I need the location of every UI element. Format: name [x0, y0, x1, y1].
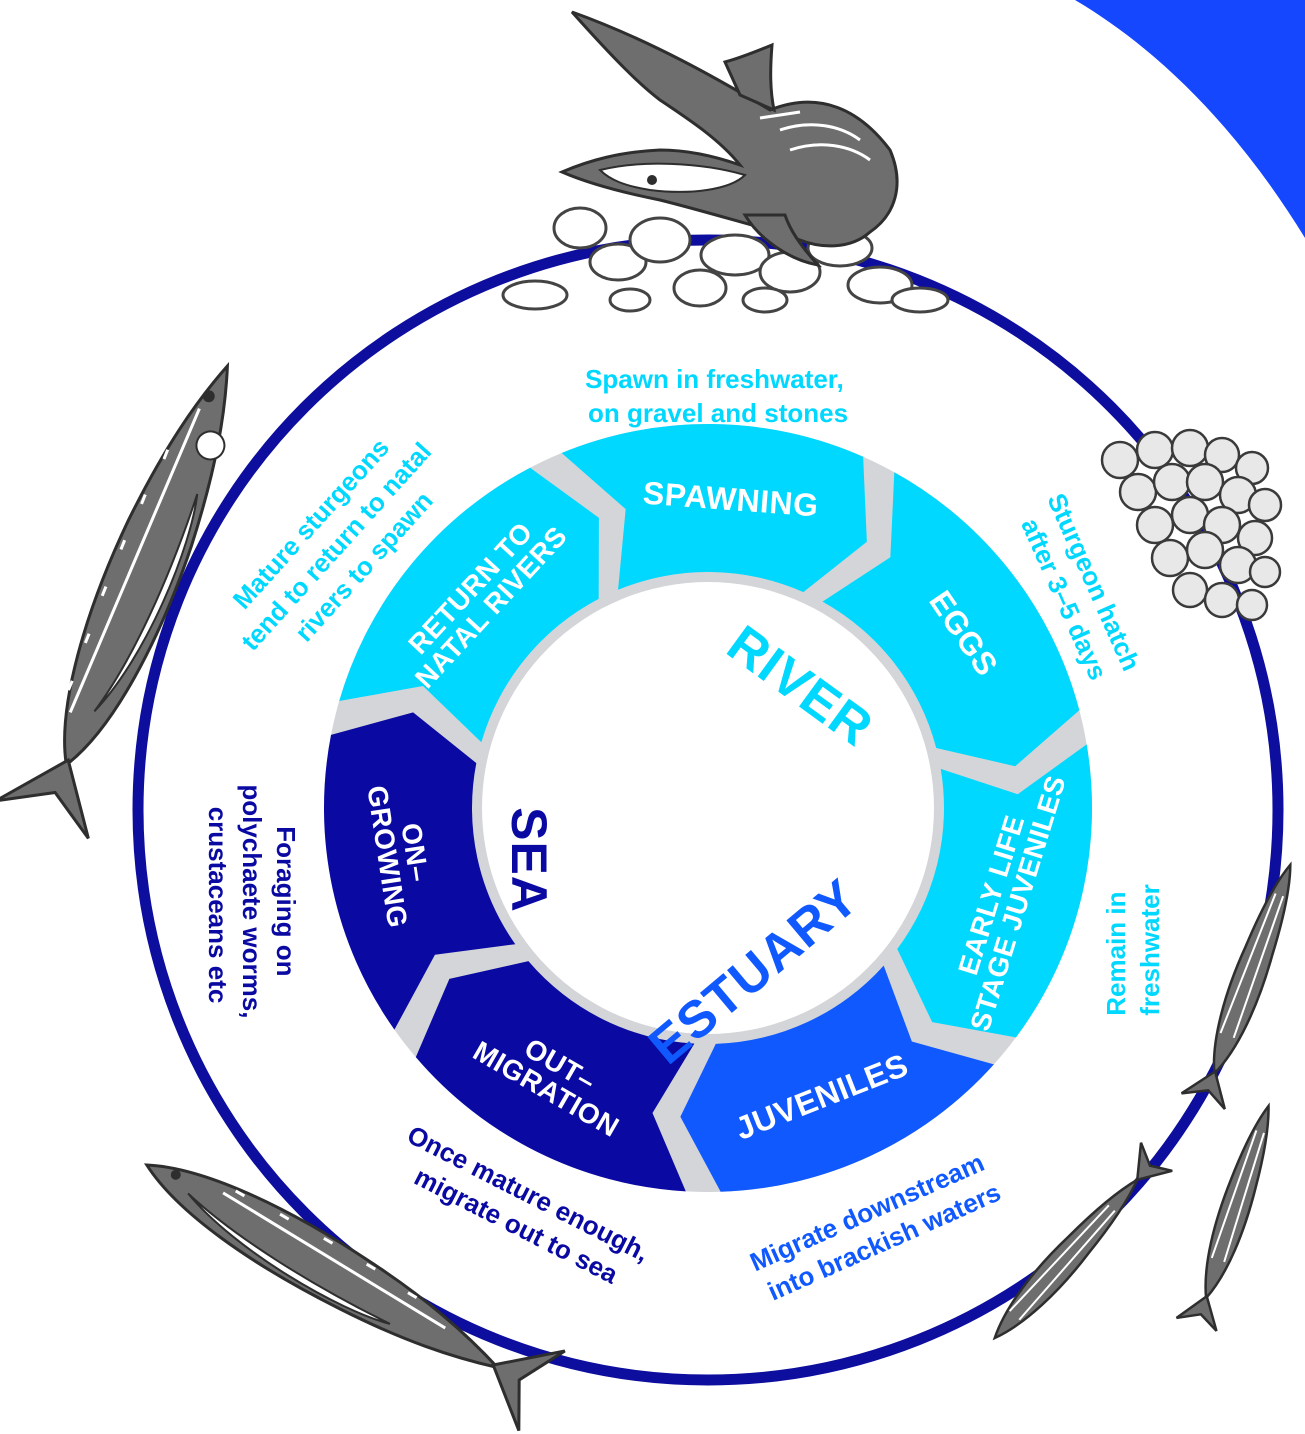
sturgeon-illustration: [143, 1163, 566, 1432]
description-line: crustaceans etc: [203, 807, 233, 1004]
egg-cluster-illustration: [1100, 428, 1283, 622]
description-line: Remain in: [1101, 891, 1131, 1015]
description-line: on gravel and stones: [588, 398, 848, 428]
description-line: polychaete worms,: [237, 784, 267, 1018]
description-line: Foraging on: [271, 826, 301, 976]
stage-segment-return: [339, 467, 599, 743]
sturgeon-illustration: [0, 361, 230, 840]
small-sturgeon-illustration: [992, 1142, 1173, 1341]
description-line: Spawn in freshwater,: [585, 364, 844, 394]
description-spawn: Spawn in freshwater, on gravel and stone…: [585, 364, 851, 428]
small-sturgeon-illustration: [1180, 861, 1292, 1110]
outer-ring: [132, 234, 1284, 1386]
description-foraging: Foraging on polychaete worms, crustacean…: [203, 784, 301, 1025]
stage-segment-early-life: [897, 744, 1092, 1038]
svg-text:Remain in freshwater: Remain in freshwater: [1101, 884, 1165, 1016]
svg-text:Spawn in freshwater, o: Spawn in freshwater, on gravel and stone…: [585, 364, 851, 428]
svg-text:Foraging on polychaete: Foraging on polychaete worms, crustacean…: [203, 784, 301, 1025]
corner-accent: [1075, 0, 1305, 238]
description-remain: Remain in freshwater: [1101, 884, 1165, 1016]
stage-segment-eggs: [822, 472, 1080, 767]
stage-segment-juveniles: [680, 965, 994, 1192]
zone-label-sea: SEA: [501, 807, 557, 913]
stage-segment-out-migration: [415, 961, 695, 1192]
small-sturgeon-illustration: [1175, 1102, 1270, 1332]
stage-segment-on-growing: [324, 712, 516, 1030]
stage-segment-spawning: [561, 423, 867, 593]
center-disc: [482, 582, 934, 1034]
sturgeon-on-stones-illustration: [501, 10, 950, 314]
description-line: freshwater: [1135, 884, 1165, 1016]
